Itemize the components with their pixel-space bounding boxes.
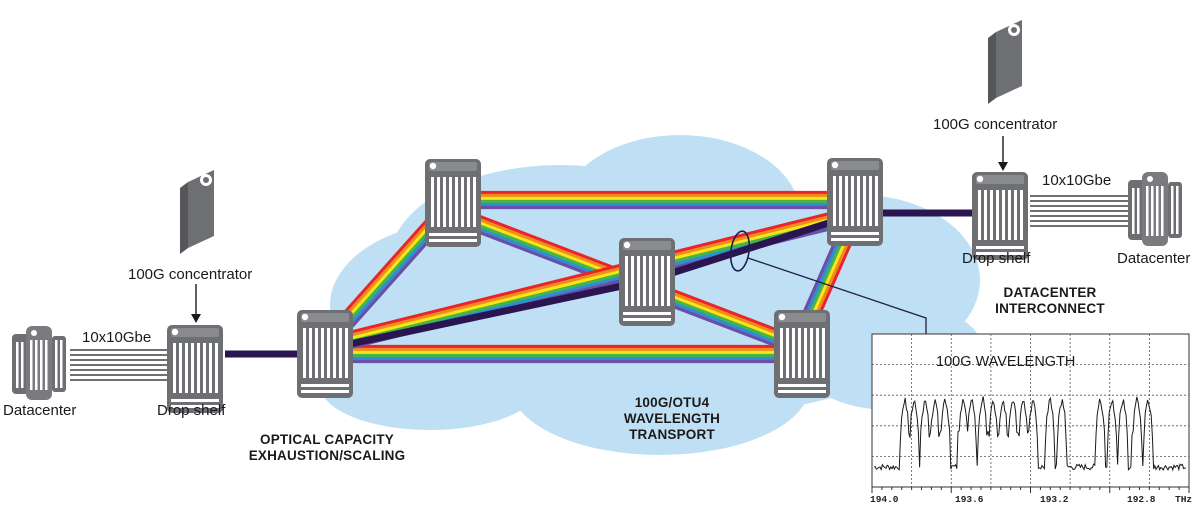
roadm-node-north-icon (425, 159, 481, 247)
right-10g-bundle (1030, 195, 1130, 227)
spectrum-plot (871, 333, 1190, 493)
left-10g-bundle (70, 349, 168, 381)
left-datacenter-label: Datacenter (3, 402, 77, 419)
right-drop-shelf-label: Drop shelf (962, 250, 1031, 267)
roadm-node-center-icon (619, 238, 675, 326)
interconnect-caption-line1: DATACENTER (1003, 285, 1097, 300)
roadm-node-northeast-icon (827, 158, 883, 246)
roadm-node-southeast-icon (774, 310, 830, 398)
spectrum-tick-label: 193.2 (1040, 494, 1069, 505)
capacity-caption-line1: OPTICAL CAPACITY (260, 432, 394, 447)
right-link-label: 10x10Gbe (1042, 172, 1112, 189)
left-datacenter-icon (12, 326, 66, 400)
roadm-node-west-icon (297, 310, 353, 398)
left-concentrator-label: 100G concentrator (128, 266, 253, 283)
right-drop-shelf-icon (972, 172, 1028, 260)
wavelength-band (328, 209, 855, 343)
interconnect-caption: DATACENTER INTERCONNECT (990, 285, 1110, 317)
right-datacenter-label: Datacenter (1117, 250, 1191, 267)
transport-caption-line2: WAVELENGTH (623, 411, 721, 426)
capacity-caption-line2: EXHAUSTION/SCALING (248, 448, 406, 463)
right-concentrator-icon (988, 20, 1022, 104)
wavelength-links (323, 190, 864, 364)
left-drop-shelf-icon (167, 325, 223, 413)
wavelength-band (329, 214, 856, 349)
spectrum-unit-label: THz (1175, 494, 1193, 505)
left-link-label: 10x10Gbe (82, 329, 152, 346)
left-concentrator-icon (180, 170, 214, 254)
transport-caption: 100G/OTU4 WAVELENGTH TRANSPORT (612, 395, 732, 443)
capacity-caption: OPTICAL CAPACITY EXHAUSTION/SCALING (232, 432, 422, 464)
right-datacenter-icon (1128, 172, 1182, 246)
concentrator-arrows (191, 136, 1008, 323)
spectrum-tick-label: 192.8 (1127, 494, 1156, 505)
wavelength-band (329, 211, 856, 346)
right-concentrator-label: 100G concentrator (933, 116, 1058, 133)
transport-caption-line3: TRANSPORT (629, 427, 715, 442)
transport-caption-line1: 100G/OTU4 (634, 395, 710, 410)
interconnect-caption-line2: INTERCONNECT (995, 301, 1105, 316)
left-drop-shelf-label: Drop shelf (157, 402, 226, 419)
spectrum-tick-label: 194.0 (870, 494, 899, 505)
spectrum-tick-label: 193.6 (955, 494, 984, 505)
wavelength-band (327, 206, 854, 340)
spectrum-title: 100G WAVELENGTH (936, 354, 1076, 370)
